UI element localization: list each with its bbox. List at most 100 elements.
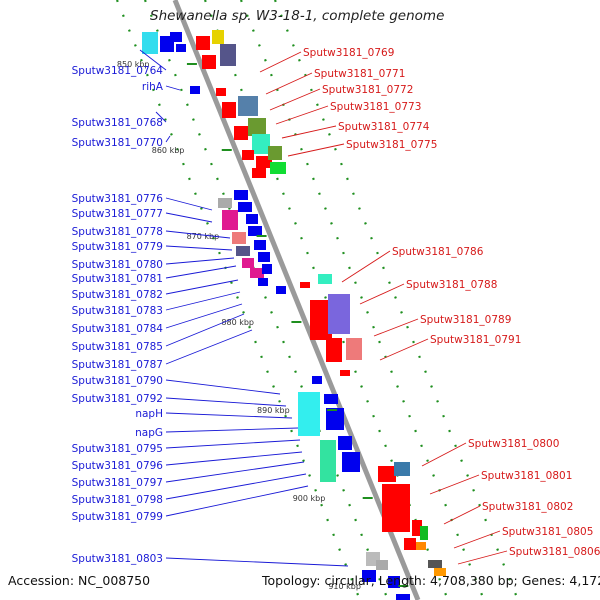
left-gene-label-18: napG [135,427,163,439]
genes-value: 4,172 [569,573,600,588]
gene-feature-41 [248,226,262,236]
gene-feature-46 [242,258,254,268]
left-leader-21 [165,461,305,483]
gene-feature-42 [232,232,246,244]
gene-feature-50 [276,286,286,294]
left-gene-label-19: Sputw3181_0795 [72,443,163,455]
left-gene-label-7: Sputw3181_0779 [72,241,163,253]
left-gene-label-1: rihA [142,81,164,93]
gene-feature-49 [258,278,268,286]
right-leader-12 [443,505,481,525]
gene-feature-1 [212,30,224,44]
gene-feature-38 [238,202,252,212]
right-leader-0 [259,51,302,73]
kbp-label-3: 880 kbp [221,318,254,327]
right-leader-4 [281,125,337,139]
kbp-label-2: 870 kbp [187,232,220,241]
left-leader-8 [165,257,235,265]
gene-feature-37 [234,190,248,200]
gene-feature-24 [382,484,410,532]
gene-feature-28 [416,542,426,550]
topology-label: Topology: [262,573,321,588]
right-gene-label-13: Sputw3181_0805 [502,526,593,538]
gene-feature-21 [340,370,350,376]
kbp-label-4: 890 kbp [257,406,290,415]
genome-backbone [172,0,421,600]
accession-info: Accession: NC_008750 [8,573,150,588]
gene-feature-26 [420,526,428,540]
length-value: 4,708,380 bp; [430,573,518,588]
gene-feature-25 [412,520,422,536]
genome-title: Shewanella sp. W3-18-1, complete genome [150,8,445,24]
gene-feature-39 [222,210,238,230]
right-gene-label-11: Sputw3181_0801 [481,470,572,482]
kbp-label-5: 900 kbp [293,494,326,503]
genome-stats: Topology: circular, Length: 4,708,380 bp… [262,573,600,588]
left-leader-14 [165,329,253,365]
gene-feature-0 [196,36,210,50]
right-leader-9 [379,338,429,361]
gene-feature-9 [252,134,270,154]
right-leader-6 [341,250,391,283]
gene-feature-52 [312,376,322,384]
left-leader-17 [165,412,293,419]
left-leader-23 [165,485,309,517]
gene-feature-40 [246,214,258,224]
gene-feature-17 [310,300,332,340]
left-leader-6 [165,230,231,239]
left-leader-1 [165,85,181,91]
gene-feature-20 [346,338,362,360]
left-gene-label-11: Sputw3181_0783 [72,305,163,317]
right-gene-label-7: Sputw3181_0788 [406,279,497,291]
left-leader-0 [139,49,167,71]
gene-feature-16 [318,274,332,284]
gene-feature-29 [428,560,442,568]
right-leader-11 [429,474,480,495]
left-leader-13 [165,313,245,347]
left-leader-3 [165,135,171,143]
left-gene-label-8: Sputw3181_0780 [72,259,163,271]
gene-feature-54 [326,408,344,430]
gene-feature-3 [202,55,216,69]
left-leader-12 [165,303,243,329]
gene-feature-35 [190,86,200,94]
left-gene-label-23: Sputw3181_0799 [72,511,163,523]
kbp-label-1: 860 kbp [152,146,185,155]
right-gene-label-10: Sputw3181_0800 [468,438,559,450]
right-leader-10 [421,442,467,467]
topology-value: circular, [324,573,375,588]
left-gene-label-3: Sputw3181_0770 [72,137,163,149]
gene-feature-2 [220,44,236,66]
left-leader-19 [165,439,301,449]
right-leader-14 [457,550,508,565]
gene-feature-27 [404,538,416,550]
gene-feature-30 [434,568,446,576]
right-leader-1 [265,72,313,95]
gene-feature-33 [170,32,182,42]
left-gene-label-17: napH [135,408,163,420]
gene-feature-47 [250,268,264,278]
gene-feature-6 [238,96,258,116]
left-leader-18 [165,427,299,433]
right-gene-label-3: Sputw3181_0773 [330,101,421,113]
gene-feature-44 [254,240,266,250]
left-gene-label-0: Sputw3181_0764 [72,65,164,77]
gene-feature-62 [396,594,410,600]
left-leader-4 [165,197,213,211]
left-gene-label-9: Sputw3181_0781 [72,273,163,285]
accession-value: NC_008750 [78,573,151,588]
left-gene-label-14: Sputw3181_0787 [72,359,163,371]
left-leader-15 [165,379,281,395]
right-gene-label-1: Sputw3181_0771 [314,68,405,80]
gene-feature-43 [236,246,250,256]
left-gene-label-24: Sputw3181_0803 [72,553,163,565]
left-gene-label-10: Sputw3181_0782 [72,289,163,301]
right-leader-3 [275,105,329,125]
gene-feature-31 [142,32,158,54]
left-leader-22 [165,473,307,500]
gene-feature-15 [300,282,310,288]
gene-feature-14 [252,168,266,178]
gene-feature-36 [218,198,232,208]
